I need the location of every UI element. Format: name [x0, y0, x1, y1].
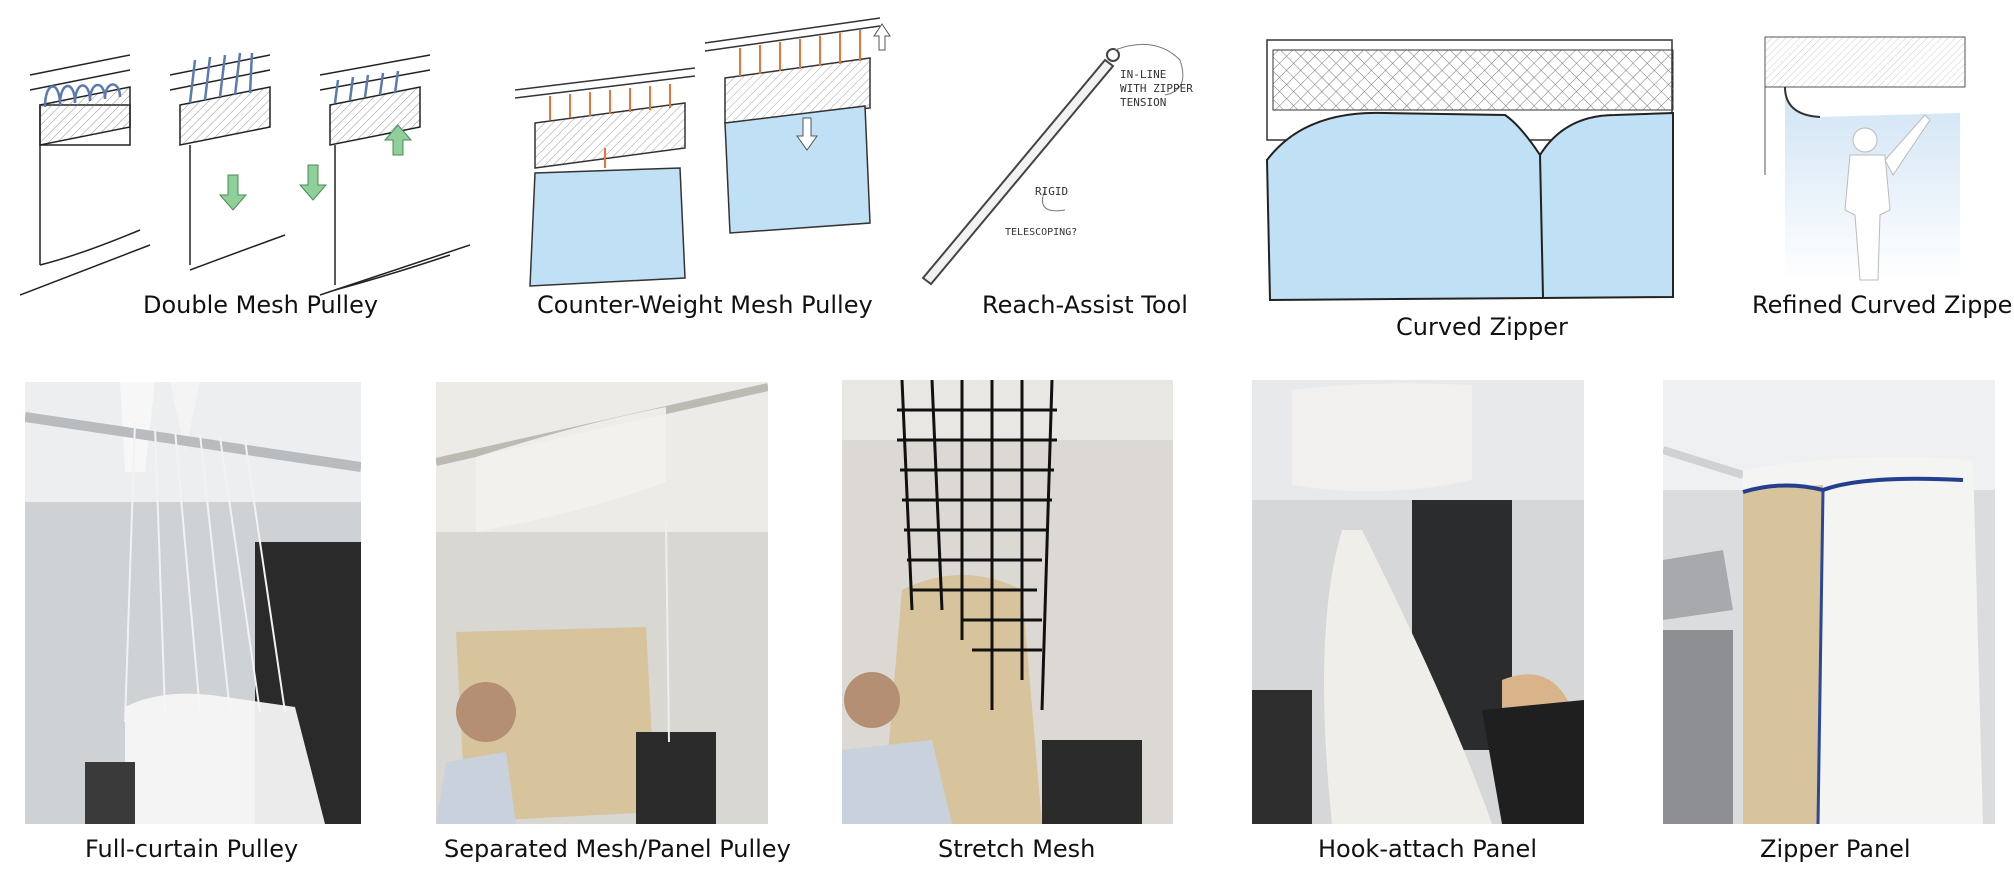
photo-hook-attach-panel: [1252, 380, 1584, 824]
note-in-line: IN-LINE: [1120, 68, 1166, 81]
photo-stretch-mesh: [842, 380, 1173, 824]
note-with-zipper: WITH ZIPPER: [1120, 82, 1193, 95]
sketch-reach-assist-tool: IN-LINE WITH ZIPPER TENSION RIGID TELESC…: [915, 40, 1195, 290]
caption-refined-curved-zipper: Refined Curved Zipper: [1752, 291, 2014, 319]
photo-separated-mesh-panel-pulley: [436, 382, 768, 824]
reach-assist-tool-illustration: IN-LINE WITH ZIPPER TENSION RIGID TELESC…: [921, 43, 1193, 286]
zipper-panel-image: [1663, 380, 1995, 824]
caption-hook-attach-panel: Hook-attach Panel: [1318, 835, 1537, 863]
stretch-mesh-image: [842, 380, 1173, 824]
caption-separated-mesh-panel-pulley: Separated Mesh/Panel Pulley: [444, 835, 791, 863]
note-tension: TENSION: [1120, 96, 1166, 109]
hook-attach-panel-image: [1252, 380, 1584, 824]
double-mesh-pulley-illustration: [20, 52, 470, 296]
curved-zipper-illustration: [1265, 39, 1674, 302]
caption-zipper-panel: Zipper Panel: [1760, 835, 1911, 863]
caption-full-curtain-pulley: Full-curtain Pulley: [85, 835, 299, 863]
photo-full-curtain-pulley: [25, 382, 361, 824]
full-curtain-pulley-image: [25, 382, 361, 824]
caption-reach-assist-tool: Reach-Assist Tool: [982, 291, 1188, 319]
note-rigid: RIGID: [1035, 185, 1068, 198]
separated-mesh-panel-image: [436, 382, 768, 824]
caption-curved-zipper: Curved Zipper: [1396, 313, 1568, 341]
caption-double-mesh-pulley: Double Mesh Pulley: [143, 291, 379, 319]
sketch-curved-zipper: [1265, 35, 1675, 310]
sketch-counter-weight-mesh-pulley: [515, 8, 895, 293]
caption-stretch-mesh: Stretch Mesh: [938, 835, 1096, 863]
photo-zipper-panel: [1663, 380, 1995, 824]
note-telescoping: TELESCOPING?: [1005, 227, 1077, 238]
sketch-double-mesh-pulley: [20, 35, 470, 305]
caption-counter-weight-mesh-pulley: Counter-Weight Mesh Pulley: [537, 291, 873, 319]
sketch-refined-curved-zipper: [1760, 35, 1970, 285]
counter-weight-illustration: [515, 17, 891, 287]
refined-curved-zipper-illustration: [1764, 36, 1966, 281]
